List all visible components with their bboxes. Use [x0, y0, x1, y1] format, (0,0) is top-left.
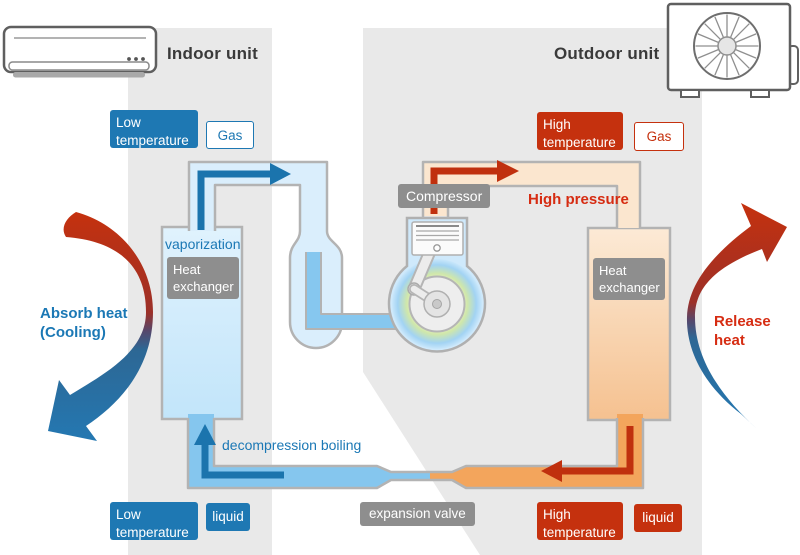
suction-pipe-and-accumulator [187, 160, 344, 350]
absorb-heat-label: Absorb heat (Cooling) [40, 305, 140, 343]
compressor-label: Compressor [398, 184, 491, 209]
indoor-top-state-pill: Gas [206, 121, 254, 149]
indoor-unit-icon [2, 25, 158, 78]
flywheel-axle [432, 299, 442, 309]
outdoor-top-state-pill: Gas [634, 122, 684, 151]
vaporization-label: vaporization [165, 236, 241, 252]
indoor-heat-exchanger-label: Heat exchanger [167, 257, 239, 300]
outdoor-top-temperature-badge: High temperature [537, 112, 623, 150]
decompression-boiling-label: decompression boiling [222, 437, 362, 453]
flow-arrow-vapor-out [197, 163, 291, 230]
indoor-unit-title: Indoor unit [167, 44, 258, 63]
outdoor-unit-title: Outdoor unit [554, 44, 660, 63]
outdoor-bottom-state-badge: liquid [634, 504, 682, 532]
absorb-heat-line2: (Cooling) [40, 323, 106, 341]
expansion-valve-label: expansion valve [360, 502, 475, 526]
flow-arrow-into-evaporator [194, 424, 284, 479]
outdoor-bottom-temperature-badge: High temperature [537, 502, 623, 540]
absorb-heat-arrow [48, 212, 153, 441]
release-heat-arrow [686, 203, 787, 429]
indoor-heat-exchanger [160, 225, 244, 421]
outdoor-heat-exchanger-label: Heat exchanger [593, 258, 665, 301]
fan-hub [717, 36, 737, 56]
high-pressure-label: High pressure [528, 191, 629, 208]
compressor-cylinder [411, 221, 464, 256]
absorb-heat-line1: Absorb heat [40, 305, 128, 322]
indoor-bottom-temperature-badge: Low temperature [110, 502, 198, 540]
release-heat-label: Release heat [714, 313, 771, 349]
indoor-bottom-state-badge: liquid [206, 503, 250, 531]
outdoor-unit-icon [666, 2, 799, 98]
flow-arrow-liquid-out [541, 426, 634, 482]
outdoor-heat-exchanger [586, 226, 672, 422]
indoor-top-temperature-badge: Low temperature [110, 110, 198, 148]
